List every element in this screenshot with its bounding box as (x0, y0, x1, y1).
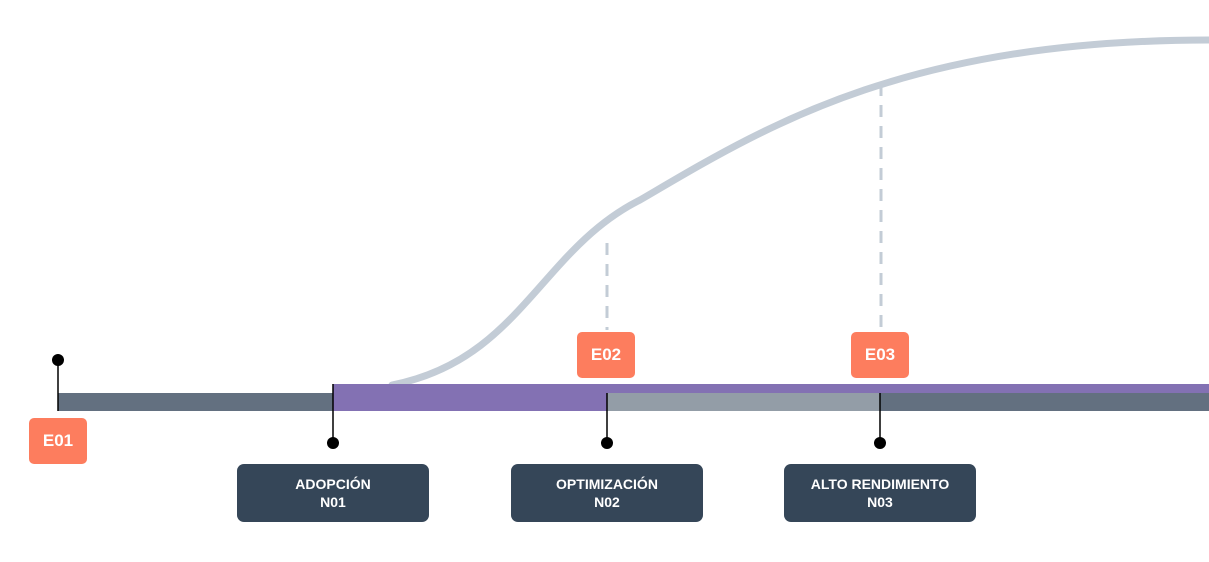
event-badge-label: E02 (590, 345, 622, 364)
level-title: ADOPCIÓN (295, 476, 371, 492)
event-badge-label: E01 (42, 431, 74, 450)
level-card-n01: ADOPCIÓN N01 (237, 464, 429, 522)
n02-dot (601, 437, 613, 449)
level-title: ALTO RENDIMIENTO (810, 476, 950, 492)
n01-dot (327, 437, 339, 449)
level-card-n03: ALTO RENDIMIENTO N03 (784, 464, 976, 522)
track-segment-dark-start (58, 393, 334, 411)
event-badge-e02: E02 (577, 332, 635, 378)
track-segment-light (607, 393, 880, 411)
level-title: OPTIMIZACIÓN (556, 476, 658, 492)
level-card-n02: OPTIMIZACIÓN N02 (511, 464, 703, 522)
e01-dot (52, 354, 64, 366)
growth-curve (388, 36, 1209, 389)
event-badge-label: E03 (864, 345, 896, 364)
level-code: N03 (867, 494, 893, 510)
track-segment-dark-end (880, 393, 1209, 411)
event-badge-e01: E01 (29, 418, 87, 464)
level-code: N01 (320, 494, 346, 510)
n03-dot (874, 437, 886, 449)
level-code: N02 (594, 494, 620, 510)
event-badge-e03: E03 (851, 332, 909, 378)
